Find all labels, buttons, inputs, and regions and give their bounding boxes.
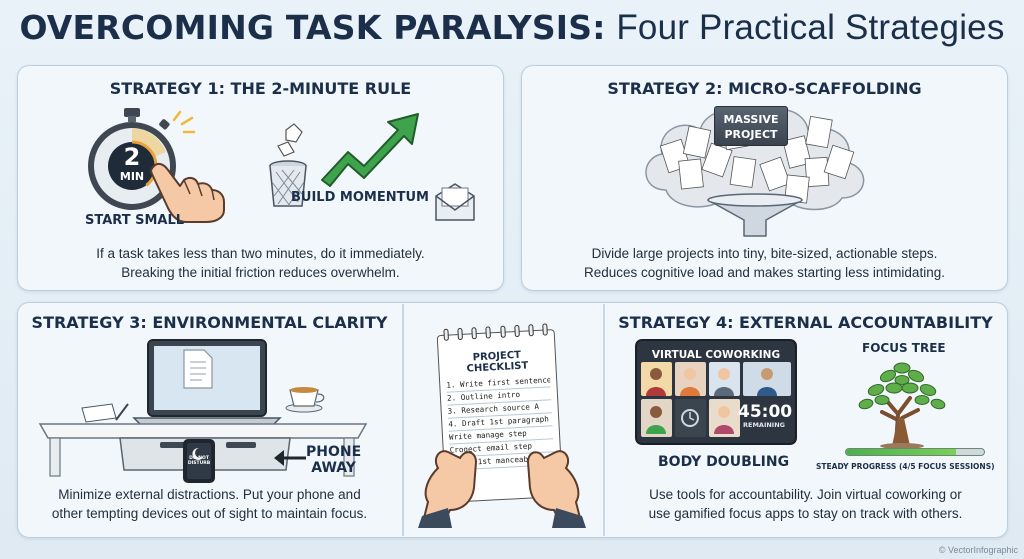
- phone-icon: [183, 439, 215, 483]
- phone-screen-line-2: DISTURB: [187, 461, 211, 466]
- massive-project-line-1: MASSIVE: [723, 113, 779, 126]
- strategy-3-body-line-1: Minimize external distractions. Put your…: [58, 487, 361, 502]
- strategy-2-body-line-1: Divide large projects into tiny, bite-si…: [591, 246, 938, 261]
- panel-divider-right: [603, 304, 605, 536]
- phone-screen-text: DO NOT DISTURB: [186, 456, 212, 466]
- strategy-4-body-line-2: use gamified focus apps to stay on track…: [648, 506, 963, 521]
- stopwatch-icon: [88, 108, 176, 210]
- strategy-1-body-line-2: Breaking the initial friction reduces ov…: [121, 265, 400, 280]
- hands-icon: [418, 450, 586, 528]
- strategy-3-heading: STRATEGY 3: ENVIRONMENTAL CLARITY: [31, 313, 388, 332]
- massive-project-box: MASSIVE PROJECT: [714, 106, 788, 146]
- focus-progress-label: STEADY PROGRESS (4/5 FOCUS SESSIONS): [816, 462, 995, 471]
- page-title: OVERCOMING TASK PARALYSIS: Four Practica…: [0, 8, 1024, 48]
- arrow-left-icon: [274, 450, 306, 466]
- tree-icon: [858, 362, 946, 449]
- virtual-coworking-screen: [635, 339, 797, 445]
- timer-remaining: 45:00: [738, 402, 793, 422]
- phone-away-line-1: PHONE: [306, 444, 362, 460]
- checklist-title: PROJECT CHECKLIST: [439, 348, 556, 376]
- timer-number: 2: [123, 143, 141, 171]
- strategy-2-heading: STRATEGY 2: MICRO-SCAFFOLDING: [607, 79, 922, 98]
- strategy-4-body: Use tools for accountability. Join virtu…: [603, 485, 1008, 523]
- document-icon: [183, 349, 213, 389]
- focus-progress-bar: [845, 448, 985, 456]
- panel-divider-left: [402, 304, 404, 536]
- strategy-4-body-line-1: Use tools for accountability. Join virtu…: [649, 487, 962, 502]
- growth-arrow-icon: [321, 113, 419, 187]
- credit-text: © VectorInfographic: [938, 545, 1018, 555]
- strategy-2-body-line-2: Reduces cognitive load and makes startin…: [584, 265, 945, 280]
- strategy-1-heading: STRATEGY 1: THE 2-MINUTE RULE: [109, 79, 412, 98]
- envelope-icon: [435, 183, 475, 221]
- focus-progress-fill: [846, 449, 957, 455]
- focus-tree-label: FOCUS TREE: [862, 341, 946, 355]
- phone-screen-line-1: DO NOT: [189, 456, 209, 461]
- strategy-3-body: Minimize external distractions. Put your…: [17, 485, 402, 523]
- body-doubling-label: BODY DOUBLING: [658, 454, 790, 470]
- build-momentum-label: BUILD MOMENTUM: [291, 190, 429, 205]
- virtual-coworking-title: VIRTUAL COWORKING: [651, 349, 781, 361]
- strategy-1-body: If a task takes less than two minutes, d…: [17, 244, 504, 282]
- timer-unit: MIN: [119, 170, 145, 183]
- title-bold: OVERCOMING TASK PARALYSIS:: [19, 8, 606, 47]
- phone-away-line-2: AWAY: [311, 460, 356, 476]
- strategy-4-heading: STRATEGY 4: EXTERNAL ACCOUNTABILITY: [618, 313, 993, 332]
- desk-illustration: [38, 339, 368, 477]
- timer-remaining-label: REMAINING: [743, 421, 785, 429]
- sparkle-icon: [172, 110, 196, 134]
- strategy-3-body-line-2: other tempting devices out of sight to m…: [51, 506, 368, 521]
- start-small-label: START SMALL: [85, 213, 185, 228]
- paper-cloud-icon: [645, 108, 865, 237]
- massive-project-line-2: PROJECT: [724, 128, 778, 141]
- phone-away-label: PHONE AWAY: [306, 444, 361, 476]
- strategy-2-body: Divide large projects into tiny, bite-si…: [521, 244, 1008, 282]
- trash-can-icon: [269, 123, 307, 207]
- strategy-1-body-line-1: If a task takes less than two minutes, d…: [96, 246, 425, 261]
- pointing-hand-icon: [150, 162, 225, 223]
- title-light: Four Practical Strategies: [616, 8, 1005, 47]
